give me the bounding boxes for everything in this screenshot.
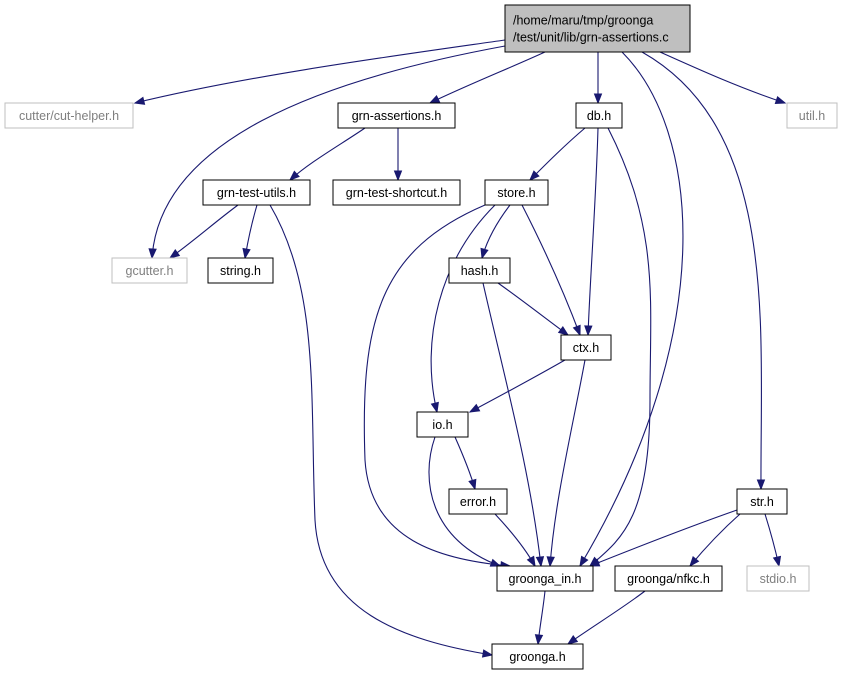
node-box [614, 565, 723, 592]
edge-groonga-nfkc-to-groonga [566, 590, 646, 645]
node-label: /test/unit/lib/grn-assertions.c [513, 31, 669, 45]
edges-layer [133, 39, 787, 658]
edge-root-to-grn-assertions [428, 51, 546, 104]
node-label: db.h [587, 109, 611, 123]
edge-error-to-groonga-in [494, 513, 536, 568]
edge-io-to-error [454, 436, 477, 491]
node-label: cutter/cut-helper.h [19, 109, 119, 123]
node-ctx[interactable]: ctx.h [560, 334, 612, 361]
node-box [491, 643, 584, 670]
node-label: util.h [799, 109, 825, 123]
edge-io-to-groonga-in [428, 436, 502, 567]
edge-str-to-groonga-nfkc [689, 513, 741, 568]
edge-root-to-cut-helper [133, 39, 506, 105]
edge-grn-assertions-to-grn-test-utils [288, 127, 366, 181]
node-box [4, 102, 134, 129]
node-label: grn-test-utils.h [217, 186, 296, 200]
node-label: groonga.h [509, 650, 565, 664]
node-label: io.h [432, 418, 452, 432]
node-label: grn-test-shortcut.h [346, 186, 447, 200]
node-label: string.h [220, 264, 261, 278]
node-groonga-nfkc[interactable]: groonga/nfkc.h [614, 565, 723, 592]
node-label: ctx.h [573, 341, 599, 355]
edge-grn-test-utils-to-string [242, 204, 258, 260]
node-box [448, 488, 508, 515]
edge-hash-to-ctx [497, 282, 570, 336]
edge-root-to-gcutter [148, 45, 506, 260]
node-box [736, 488, 788, 515]
node-label: grn-assertions.h [352, 109, 442, 123]
edge-str-to-groonga-in [588, 509, 738, 567]
edge-grn-test-utils-to-gcutter [168, 204, 239, 259]
node-box [484, 179, 549, 206]
node-str[interactable]: str.h [736, 488, 788, 515]
edge-hash-to-groonga-in [482, 282, 545, 568]
node-groonga[interactable]: groonga.h [491, 643, 584, 670]
edge-db-to-store [529, 127, 586, 181]
node-box [111, 257, 188, 284]
edge-root-to-str [641, 51, 766, 491]
node-store[interactable]: store.h [484, 179, 549, 206]
node-db[interactable]: db.h [575, 102, 623, 129]
edge-root-to-db [593, 52, 603, 105]
node-hash[interactable]: hash.h [448, 257, 511, 284]
node-cut-helper: cutter/cut-helper.h [4, 102, 134, 129]
node-util: util.h [786, 102, 838, 129]
node-label: groonga/nfkc.h [627, 572, 710, 586]
edge-store-to-hash [480, 204, 511, 260]
edge-grn-assertions-to-grn-test-shortcut [393, 128, 403, 182]
node-label: error.h [460, 495, 496, 509]
edge-ctx-to-groonga-in [546, 359, 586, 568]
node-gcutter: gcutter.h [111, 257, 188, 284]
node-error[interactable]: error.h [448, 488, 508, 515]
edge-root-to-util [659, 51, 787, 105]
node-box [560, 334, 612, 361]
node-io[interactable]: io.h [416, 411, 469, 438]
edge-root-to-groonga-in [579, 51, 684, 568]
nodes-layer: /home/maru/tmp/groonga/test/unit/lib/grn… [4, 4, 838, 670]
node-label: str.h [750, 495, 774, 509]
node-box [416, 411, 469, 438]
node-box [337, 102, 456, 129]
node-box [202, 179, 311, 206]
edge-ctx-to-io [468, 359, 566, 413]
node-label: hash.h [461, 264, 499, 278]
node-box [575, 102, 623, 129]
node-label: store.h [497, 186, 535, 200]
node-grn-test-utils[interactable]: grn-test-utils.h [202, 179, 311, 206]
edge-groonga-in-to-groonga [534, 590, 546, 646]
node-string[interactable]: string.h [207, 257, 274, 284]
node-box [504, 4, 691, 53]
edge-store-to-ctx [521, 204, 581, 337]
node-grn-assertions[interactable]: grn-assertions.h [337, 102, 456, 129]
node-box [448, 257, 511, 284]
node-root[interactable]: /home/maru/tmp/groonga/test/unit/lib/grn… [504, 4, 691, 53]
node-label: gcutter.h [126, 264, 174, 278]
node-box [786, 102, 838, 129]
edge-str-to-stdio [764, 513, 782, 568]
node-label: stdio.h [760, 572, 797, 586]
node-box [746, 565, 810, 592]
node-label: groonga_in.h [509, 572, 582, 586]
edge-db-to-ctx [584, 127, 599, 337]
node-box [496, 565, 594, 592]
node-box [332, 179, 461, 206]
node-groonga-in[interactable]: groonga_in.h [496, 565, 594, 592]
node-stdio: stdio.h [746, 565, 810, 592]
node-label: /home/maru/tmp/groonga [513, 14, 653, 28]
edge-store-to-io [430, 204, 496, 414]
edge-grn-test-utils-to-groonga [269, 204, 494, 658]
node-box [207, 257, 274, 284]
node-grn-test-shortcut[interactable]: grn-test-shortcut.h [332, 179, 461, 206]
